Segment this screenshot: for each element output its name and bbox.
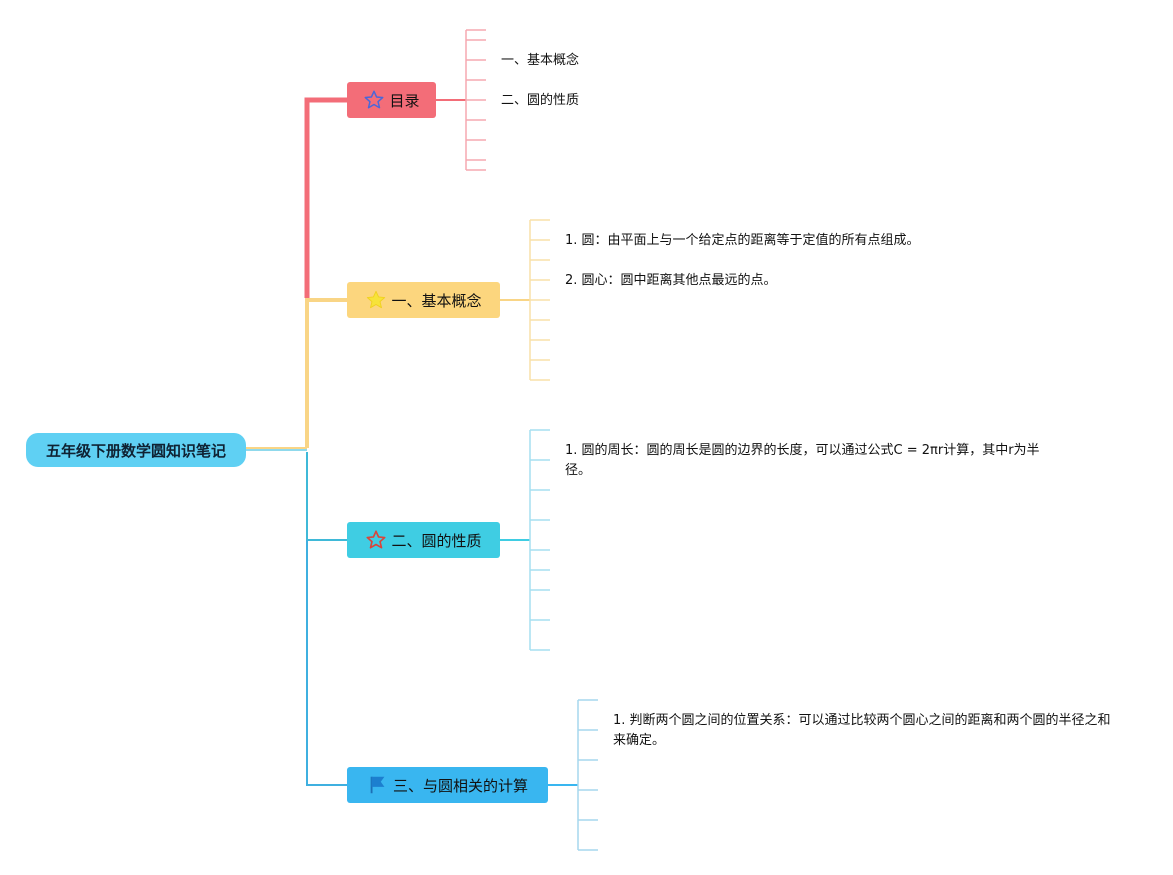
connector-topic-1 [305, 298, 347, 448]
root-node[interactable]: 五年级下册数学圆知识笔记 [26, 433, 246, 467]
bracket-topic-3-ticks [578, 699, 598, 851]
connector-topic-0 [304, 97, 347, 298]
topic-label: 三、与圆相关的计算 [392, 776, 528, 795]
leaf-item[interactable]: 1. 判断两个圆之间的位置关系：可以通过比较两个圆心之间的距离和两个圆的半径之和… [613, 713, 1111, 748]
connector-topic-3 [306, 540, 347, 786]
topic-basic-concepts[interactable]: 一、基本概念 [347, 282, 500, 318]
bracket-topic-1-ticks [530, 219, 550, 381]
topic-label: 一、基本概念 [391, 291, 482, 310]
leaf-item[interactable]: 二、圆的性质 [501, 93, 580, 108]
bracket-topic-0-ticks [466, 29, 486, 171]
leaf-item[interactable]: 1. 圆的周长：圆的周长是圆的边界的长度，可以通过公式C = 2πr计算，其中r… [565, 443, 1040, 478]
bracket-topic-2-ticks [530, 429, 550, 651]
leaf-item[interactable]: 2. 圆心：圆中距离其他点最远的点。 [565, 273, 777, 288]
topic-label: 二、圆的性质 [391, 531, 482, 550]
topic-circle-calculations[interactable]: 三、与圆相关的计算 [347, 767, 548, 803]
topic-label: 目录 [389, 91, 420, 110]
star-outline-icon [365, 529, 387, 551]
topic-contents[interactable]: 目录 [347, 82, 436, 118]
star-filled-icon [365, 289, 387, 311]
star-outline-icon [363, 89, 385, 111]
leaf-item[interactable]: 1. 圆：由平面上与一个给定点的距离等于定值的所有点组成。 [565, 233, 920, 248]
connector-topic-2 [306, 452, 347, 541]
leaf-item[interactable]: 一、基本概念 [501, 53, 580, 68]
flag-icon [367, 774, 389, 796]
topic-circle-properties[interactable]: 二、圆的性质 [347, 522, 500, 558]
root-title: 五年级下册数学圆知识笔记 [45, 441, 226, 460]
